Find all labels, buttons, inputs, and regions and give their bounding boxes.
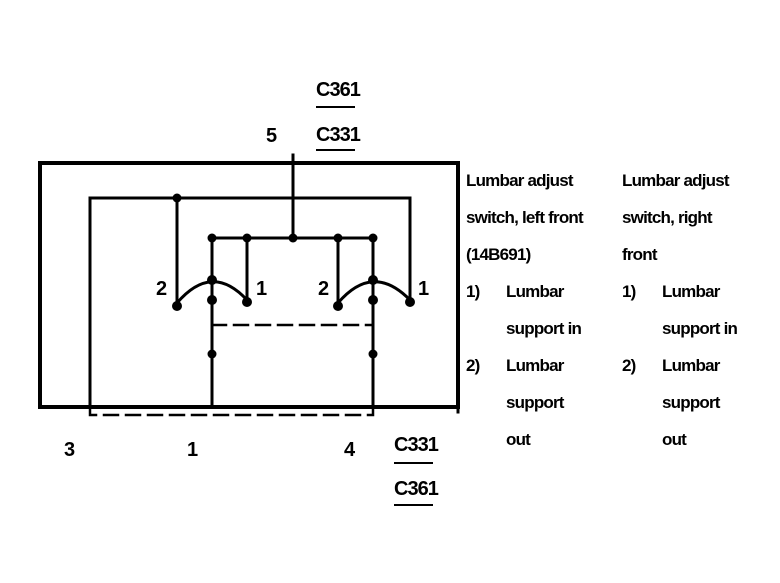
- legend-item-number: 1): [622, 282, 636, 301]
- external-dashed-wire: [88, 405, 375, 417]
- junction-dot: [207, 233, 217, 243]
- switch-housing: [38, 161, 460, 409]
- legend-item-line: Lumbar: [506, 282, 564, 301]
- legend-item-line: support: [506, 393, 564, 412]
- junction-dot: [333, 233, 343, 243]
- legend-item-line: support: [662, 393, 720, 412]
- legend-left-front: Lumbar adjust switch, left front (14B691…: [466, 162, 616, 458]
- legend-item-line: out: [506, 430, 531, 449]
- legend-item-number: 2): [466, 356, 480, 375]
- connector-bottom-lower: C361: [394, 478, 439, 500]
- contact-dot: [207, 275, 217, 285]
- legend-item-line: out: [662, 430, 687, 449]
- legend-item: 2) Lumbar support out: [622, 347, 772, 458]
- legend-item-line: support in: [662, 319, 738, 338]
- legend-item-line: support in: [506, 319, 582, 338]
- legend-item-line: Lumbar: [506, 356, 564, 375]
- right-switch-pin-2-label: 2: [318, 278, 329, 300]
- junction-dot: [288, 233, 298, 243]
- contact-dot: [333, 301, 343, 311]
- pin-1-label: 1: [187, 439, 198, 461]
- legend-item-number: 2): [622, 356, 636, 375]
- junction-dot: [172, 193, 182, 203]
- legend-item: 1) Lumbar support in: [466, 273, 616, 347]
- legend-title-line: switch, left front: [466, 208, 584, 227]
- contact-dot: [405, 297, 415, 307]
- legend-item-text: Lumbar support in: [662, 273, 762, 347]
- left-switch-pin-2-label: 2: [156, 278, 167, 300]
- left-switch-pin-1-label: 1: [256, 278, 267, 300]
- connector-top-lower: C331: [316, 124, 361, 146]
- legend-title-line: front: [622, 245, 658, 264]
- connector-top-upper: C361: [316, 79, 361, 101]
- legend-title-line: Lumbar adjust: [622, 171, 730, 190]
- legend-right-front: Lumbar adjust switch, right front 1) Lum…: [622, 162, 772, 458]
- junction-dot: [242, 233, 252, 243]
- contact-dot: [368, 275, 378, 285]
- legend-item: 2) Lumbar support out: [466, 347, 616, 458]
- legend-item-line: Lumbar: [662, 282, 720, 301]
- junction-dot: [368, 349, 378, 359]
- legend-title-line: Lumbar adjust: [466, 171, 574, 190]
- pin-3-label: 3: [64, 439, 75, 461]
- legend-title-line: (14B691): [466, 245, 531, 264]
- legend-item: 1) Lumbar support in: [622, 273, 772, 347]
- legend-item-number: 1): [466, 282, 480, 301]
- outer-wire: [88, 196, 412, 409]
- legend-item-text: Lumbar support in: [506, 273, 606, 347]
- legend-item-text: Lumbar support out: [662, 347, 762, 458]
- contact-dot: [242, 297, 252, 307]
- contact-dot: [207, 295, 217, 305]
- contact-dot: [368, 295, 378, 305]
- junction-dot: [207, 349, 217, 359]
- pin-5-label: 5: [266, 125, 277, 147]
- legend-title-line: switch, right: [622, 208, 713, 227]
- right-switch-pin-1-label: 1: [418, 278, 429, 300]
- connector-bottom-upper: C331: [394, 434, 439, 456]
- pin-4-label: 4: [344, 439, 356, 461]
- legend-item-text: Lumbar support out: [506, 347, 606, 458]
- contact-dot: [172, 301, 182, 311]
- junction-dot: [368, 233, 378, 243]
- inner-common-wire: [210, 236, 375, 409]
- legend-item-line: Lumbar: [662, 356, 720, 375]
